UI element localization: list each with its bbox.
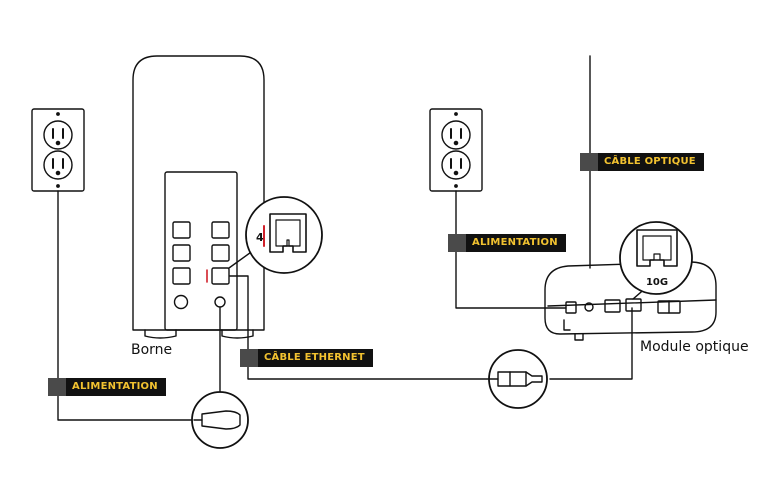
power-cable-left — [57, 190, 195, 421]
module-optique-caption: Module optique — [640, 339, 749, 355]
port-4-zoom — [228, 196, 323, 274]
alimentation-tag-left: ALIMENTATION — [48, 378, 166, 396]
borne-caption: Borne — [131, 342, 173, 358]
port-speed-label: 10G — [646, 277, 668, 288]
cable-optique-tag: CÂBLE OPTIQUE — [580, 153, 704, 171]
alimentation-tag-right: ALIMENTATION — [448, 234, 566, 252]
power-plug-zoom — [191, 391, 249, 449]
cable-ethernet-tag: CÂBLE ETHERNET — [240, 349, 373, 367]
power-cable-right — [455, 190, 567, 309]
ethernet-cable — [229, 275, 489, 380]
ethernet-plug-zoom — [488, 349, 548, 409]
port-number-label: 4 — [256, 231, 264, 244]
ethernet-cable-module — [549, 307, 633, 380]
module-optique-device — [544, 261, 717, 341]
port-10g-zoom — [619, 221, 693, 300]
wall-outlet-right — [429, 108, 483, 192]
borne-device — [132, 55, 265, 339]
wall-outlet-left — [31, 108, 85, 192]
